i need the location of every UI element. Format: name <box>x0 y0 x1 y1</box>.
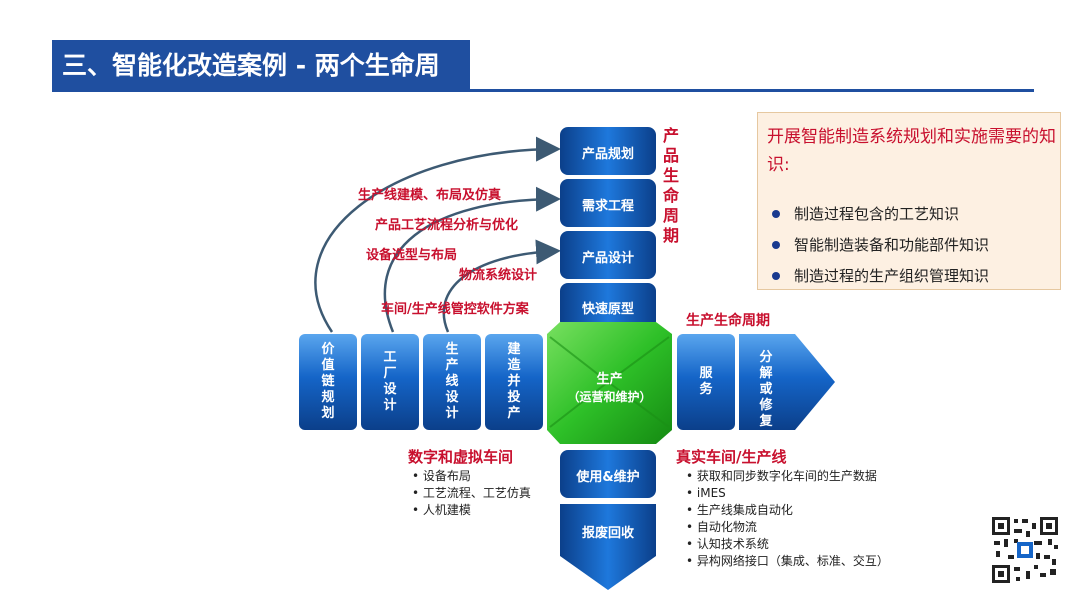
knowledge-item: 制造过程的生产组织管理知识 <box>772 265 989 286</box>
qr-code-icon <box>990 515 1060 585</box>
stage-build-label: 建造并投产 <box>507 342 521 421</box>
list-item: 自动化物流 <box>686 519 889 536</box>
column-top <box>560 127 656 329</box>
arc-line <box>442 239 561 333</box>
arc-label-process-analysis: 产品工艺流程分析与优化 <box>375 218 519 233</box>
arc-value-chain <box>314 136 561 333</box>
stage-disassembly <box>739 334 835 430</box>
list-item: 认知技术系统 <box>686 536 889 553</box>
production-lifecycle-label: 生产生命周期 <box>686 313 770 329</box>
list-item: 获取和同步数字化车间的生产数据 <box>686 468 889 485</box>
title-underline <box>52 89 1034 92</box>
arc-factory <box>383 186 561 333</box>
center-label-2: （运营和维护） <box>567 390 652 404</box>
bullet-icon <box>772 240 780 249</box>
arc-label-control-software: 车间/生产线管控软件方案 <box>381 302 529 317</box>
stage-use-maintenance-label: 使用&维护 <box>576 470 640 485</box>
stage-product-planning <box>560 127 656 175</box>
knowledge-item: 制造过程包含的工艺知识 <box>772 203 959 224</box>
column-bottom <box>560 450 656 590</box>
stage-line-design-label: 生产线设计 <box>445 342 459 421</box>
real-workshop-list: 获取和同步数字化车间的生产数据 iMES 生产线集成自动化 自动化物流 认知技术… <box>686 468 889 570</box>
stage-rapid-prototype-label: 快速原型 <box>581 302 634 317</box>
stage-disassembly-label: 分解或修复 <box>759 350 773 429</box>
stage-value-chain <box>299 334 357 430</box>
center-label-1: 生产 <box>596 372 623 387</box>
stage-product-design-label: 产品设计 <box>581 251 634 266</box>
stage-service <box>677 334 735 430</box>
stage-line-design <box>423 334 481 430</box>
knowledge-box: 开展智能制造系统规划和实施需要的知识: 制造过程包含的工艺知识 智能制造装备和功… <box>757 112 1061 290</box>
row-left <box>299 334 543 430</box>
list-item: 人机建模 <box>412 502 531 519</box>
stage-value-chain-label: 价值链规划 <box>321 342 335 421</box>
stage-build <box>485 334 543 430</box>
knowledge-item: 智能制造装备和功能部件知识 <box>772 234 989 255</box>
knowledge-title: 开展智能制造系统规划和实施需要的知识: <box>767 127 1056 175</box>
list-item: 工艺流程、工艺仿真 <box>412 485 531 502</box>
digital-workshop-list: 设备布局 工艺流程、工艺仿真 人机建模 <box>412 468 531 519</box>
stage-product-planning-label: 产品规划 <box>581 147 634 162</box>
stage-use-maintenance <box>560 450 656 498</box>
bullet-icon <box>772 271 780 280</box>
stage-recycling <box>560 504 656 590</box>
arc-label-equipment: 设备选型与布局 <box>366 248 458 263</box>
stage-factory-design <box>361 334 419 430</box>
list-item: iMES <box>686 485 889 502</box>
arc-label-logistics: 物流系统设计 <box>459 268 538 283</box>
list-item: 生产线集成自动化 <box>686 502 889 519</box>
stage-requirements <box>560 179 656 227</box>
stage-product-design <box>560 231 656 279</box>
list-item: 异构网络接口（集成、标准、交互） <box>686 553 889 570</box>
stage-recycling-label: 报废回收 <box>581 526 634 541</box>
row-right <box>677 334 835 430</box>
stage-service-label: 服务 <box>699 366 713 397</box>
stage-requirements-label: 需求工程 <box>581 199 634 214</box>
digital-workshop-title: 数字和虚拟车间 <box>408 448 514 466</box>
stage-factory-design-label: 工厂设计 <box>383 350 397 413</box>
stage-rapid-prototype <box>560 283 656 329</box>
product-lifecycle-label: 产品生命周期 <box>662 126 679 245</box>
real-workshop-title: 真实车间/生产线 <box>676 448 787 466</box>
arc-label-line-modeling: 生产线建模、布局及仿真 <box>358 188 502 203</box>
page-title: 三、智能化改造案例 - 两个生命周 <box>52 40 470 92</box>
list-item: 设备布局 <box>412 468 531 485</box>
bullet-icon <box>772 209 780 218</box>
